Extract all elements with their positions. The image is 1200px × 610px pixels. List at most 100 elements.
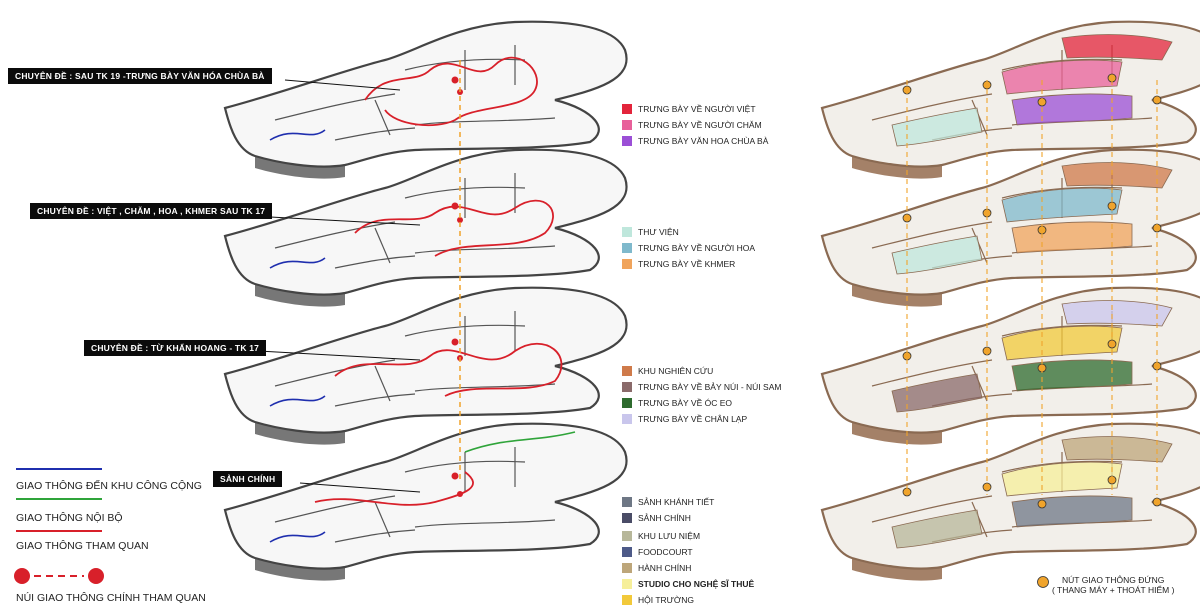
legend-line-internal — [16, 498, 102, 500]
main-node — [451, 202, 459, 210]
floor-plan-circulation-4 — [223, 20, 628, 179]
legend-text: TRƯNG BÀY VỀ KHMER — [638, 259, 736, 269]
interior-wall — [274, 93, 396, 121]
legend-item: TRƯNG BÀY VỀ NGƯỜI HOA — [622, 240, 755, 256]
zone-area — [1061, 34, 1173, 61]
legend-item: SẢNH KHÁNH TIẾT — [622, 494, 714, 510]
legend-swatch — [622, 104, 632, 114]
legend-swatch — [622, 513, 632, 523]
legend-item: TRƯNG BÀY VĂN HOA CHÙA BÀ — [622, 133, 768, 149]
legend-group-1: TRƯNG BÀY VỀ NGƯỜI VIỆT TRƯNG BÀY VỀ NGƯ… — [622, 101, 768, 149]
legend-item: TRƯNG BÀY VỀ NGƯỜI CHĂM — [622, 117, 768, 133]
floor-slab — [223, 422, 628, 570]
legend-item: TRƯNG BÀY VỀ CHÂN LẠP — [622, 411, 781, 427]
main-node — [457, 217, 463, 223]
legend-item: TRƯNG BÀY VỀ KHMER — [622, 256, 755, 272]
interior-wall — [971, 501, 988, 538]
vertical-node — [1037, 499, 1047, 509]
legend-text: TRƯNG BÀY VỀ NGƯỜI HOA — [638, 243, 756, 253]
legend-group-3: KHU NGHIÊN CỨU TRƯNG BÀY VỀ BẢY NÚI - NÚ… — [622, 363, 781, 427]
vertical-node-subtitle: ( THANG MÁY + THOÁT HIỂM ) — [1052, 585, 1175, 595]
legend-swatch — [622, 595, 632, 605]
legend-item: KHU LƯU NIỆM — [622, 528, 754, 544]
legend-text: STUDIO CHO NGHỆ SĨ THUÊ — [638, 579, 755, 589]
legend-item: THƯ VIỆN — [622, 224, 755, 240]
interior-wall — [334, 255, 416, 269]
legend-swatch — [622, 366, 632, 376]
interior-wall — [414, 245, 556, 254]
legend-text: TRƯNG BÀY VỀ NGƯỜI VIỆT — [638, 104, 756, 114]
label-pointer — [299, 482, 421, 493]
legend-swatch — [622, 259, 632, 269]
legend-text: THƯ VIỆN — [638, 227, 679, 237]
interior-wall — [414, 117, 556, 126]
public-route — [269, 395, 326, 407]
legend-text: SẢNH KHÁNH TIẾT — [638, 497, 715, 507]
vertical-node-icon — [1037, 576, 1049, 588]
interior-wall — [274, 495, 396, 523]
tour-route — [314, 471, 474, 506]
legend-group-4: SẢNH KHÁNH TIẾT SẢNH CHÍNH — [622, 494, 714, 526]
legend-line-public — [16, 468, 102, 470]
zone-area — [1001, 461, 1123, 497]
zone-area — [1061, 436, 1173, 463]
interior-wall — [374, 227, 391, 264]
zone-area — [1061, 162, 1173, 189]
main-node — [451, 338, 459, 346]
interior-wall — [414, 383, 556, 392]
legend-text: FOODCOURT — [638, 547, 693, 557]
zone-area — [891, 373, 983, 413]
legend-tour-label: GIAO THÔNG THAM QUAN — [16, 540, 149, 552]
zone-area — [891, 107, 983, 147]
tour-route — [364, 56, 538, 127]
public-route — [269, 257, 326, 269]
floor-plan-zoning-3 — [820, 148, 1200, 307]
legend-swatch — [622, 398, 632, 408]
floor-plan-circulation-2 — [223, 286, 628, 445]
interior-wall — [374, 501, 391, 538]
legend-swatch — [622, 579, 632, 589]
legend-group-5: KHU LƯU NIỆM FOODCOURT HÀNH CHÍNH STUDIO… — [622, 528, 754, 608]
interior-wall — [871, 93, 993, 121]
vertical-node — [1152, 497, 1162, 507]
interior-wall — [414, 519, 556, 528]
floor-plan-zoning-1 — [820, 422, 1200, 581]
legend-text: SẢNH CHÍNH — [638, 513, 691, 523]
interior-wall — [274, 359, 396, 387]
legend-item: TRƯNG BÀY VỀ NGƯỜI VIỆT — [622, 101, 768, 117]
legend-swatch — [622, 136, 632, 146]
interior-wall — [971, 365, 988, 402]
main-node — [451, 472, 459, 480]
interior-wall — [334, 393, 416, 407]
interior-wall — [374, 365, 391, 402]
legend-item: STUDIO CHO NGHỆ SĨ THUÊ — [622, 576, 754, 592]
legend-text: TRƯNG BÀY VĂN HOA CHÙA BÀ — [638, 136, 769, 146]
legend-text: HỘI TRƯỜNG — [638, 595, 694, 605]
floor-slab — [223, 148, 628, 296]
vertical-node-legend: NÚT GIAO THÔNG ĐỨNG ( THANG MÁY + THOÁT … — [1052, 575, 1174, 595]
legend-swatch — [622, 414, 632, 424]
legend-swatch — [622, 497, 632, 507]
legend-swatch — [622, 547, 632, 557]
legend-item: FOODCOURT — [622, 544, 754, 560]
main-node-symbol-icon — [14, 568, 104, 584]
interior-wall — [274, 221, 396, 249]
public-route — [269, 531, 326, 543]
legend-text: TRƯNG BÀY VỀ CHÂN LẠP — [638, 414, 748, 424]
legend-text: HÀNH CHÍNH — [638, 563, 692, 573]
floor-label-2: CHUYÊN ĐỀ : TỪ KHẨN HOANG - TK 17 — [84, 340, 267, 356]
legend-swatch — [622, 563, 632, 573]
legend-main-node-label: NÚI GIAO THÔNG CHÍNH THAM QUAN — [16, 592, 206, 604]
legend-item: TRƯNG BÀY VỀ BẢY NÚI - NÚI SAM — [622, 379, 781, 395]
interior-wall — [971, 99, 988, 136]
tour-route — [354, 199, 554, 257]
interior-wall — [971, 227, 988, 264]
interior-wall — [871, 495, 993, 523]
internal-route — [464, 431, 576, 453]
legend-text: KHU LƯU NIỆM — [638, 531, 701, 541]
legend-text: TRƯNG BÀY VỀ BẢY NÚI - NÚI SAM — [638, 382, 782, 392]
main-node — [457, 491, 463, 497]
legend-item: HỘI TRƯỜNG — [622, 592, 754, 608]
floor-label-1: SẢNH CHÍNH — [213, 471, 283, 487]
floor-label-4: CHUYÊN ĐỀ : SAU TK 19 -TRƯNG BÀY VĂN HÓA… — [8, 68, 272, 84]
